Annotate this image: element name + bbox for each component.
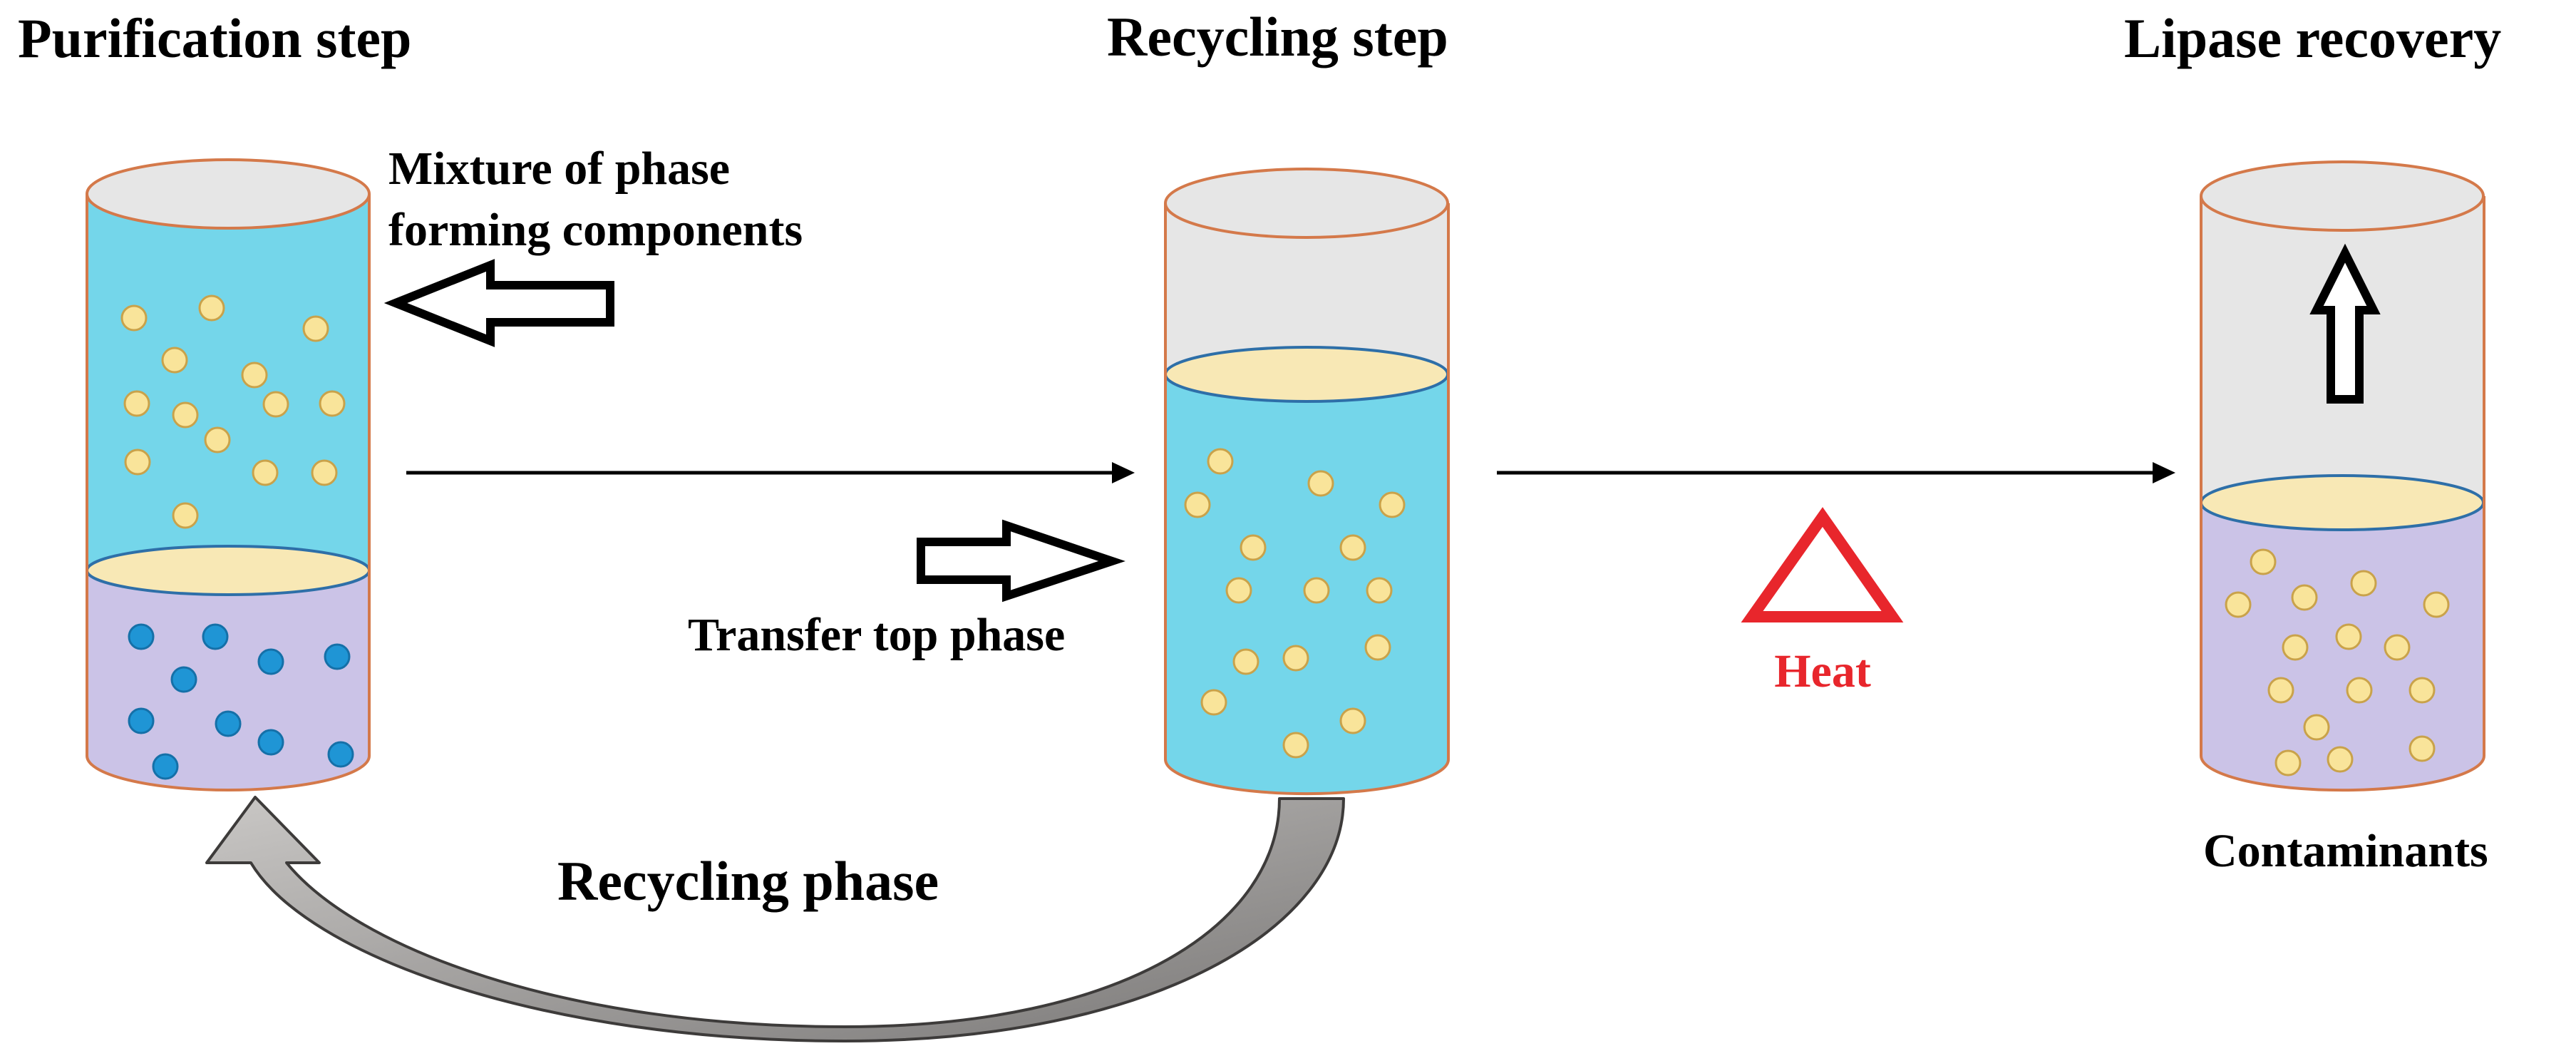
cylinder-rim [2200,160,2485,232]
phase-interface [2200,474,2485,531]
empty-headspace [1165,203,1448,374]
bottom-phase-liquid [87,570,369,790]
contaminant-particles [128,623,354,780]
cylinder-rim [86,158,371,230]
cylinder-outline [1164,203,1450,796]
lipase-particles [1184,448,1406,759]
transfer-flow-arrowhead-1 [1112,462,1135,483]
lipase-recovery-up-arrow [2309,243,2381,404]
recycling-cylinder [1164,168,1450,796]
liquid-surface [1164,346,1449,403]
top-phase-liquid [87,194,369,570]
lipase-particles [2225,548,2450,776]
contaminants-label: Contaminants [2203,825,2488,877]
cylinder-outline [86,194,371,791]
mixture-label-line2: forming components [388,204,803,256]
title-recycling: Recycling step [1107,6,1448,68]
title-purification: Purification step [18,7,411,69]
recycling-phase-arrow [205,796,1345,1042]
cylinder-rim [1164,168,1449,239]
heat-triangle-icon [1741,507,1904,622]
lipase-particles [120,294,346,529]
mixture-label-line1: Mixture of phase [388,143,730,195]
transfer-top-phase-arrow [917,519,1125,603]
mixture-input-arrow [383,259,614,347]
transfer-flow-arrowhead-2 [2153,462,2175,483]
cylinder-outline [2200,196,2485,792]
title-lipase-recovery: Lipase recovery [2124,7,2501,69]
phase-interface [86,545,371,596]
heat-label: Heat [1774,645,1871,697]
recovery-cylinder [2200,160,2485,792]
purification-cylinder [86,158,371,791]
transfer-label: Transfer top phase [688,609,1065,661]
recycling-phase-label: Recycling phase [557,850,939,912]
